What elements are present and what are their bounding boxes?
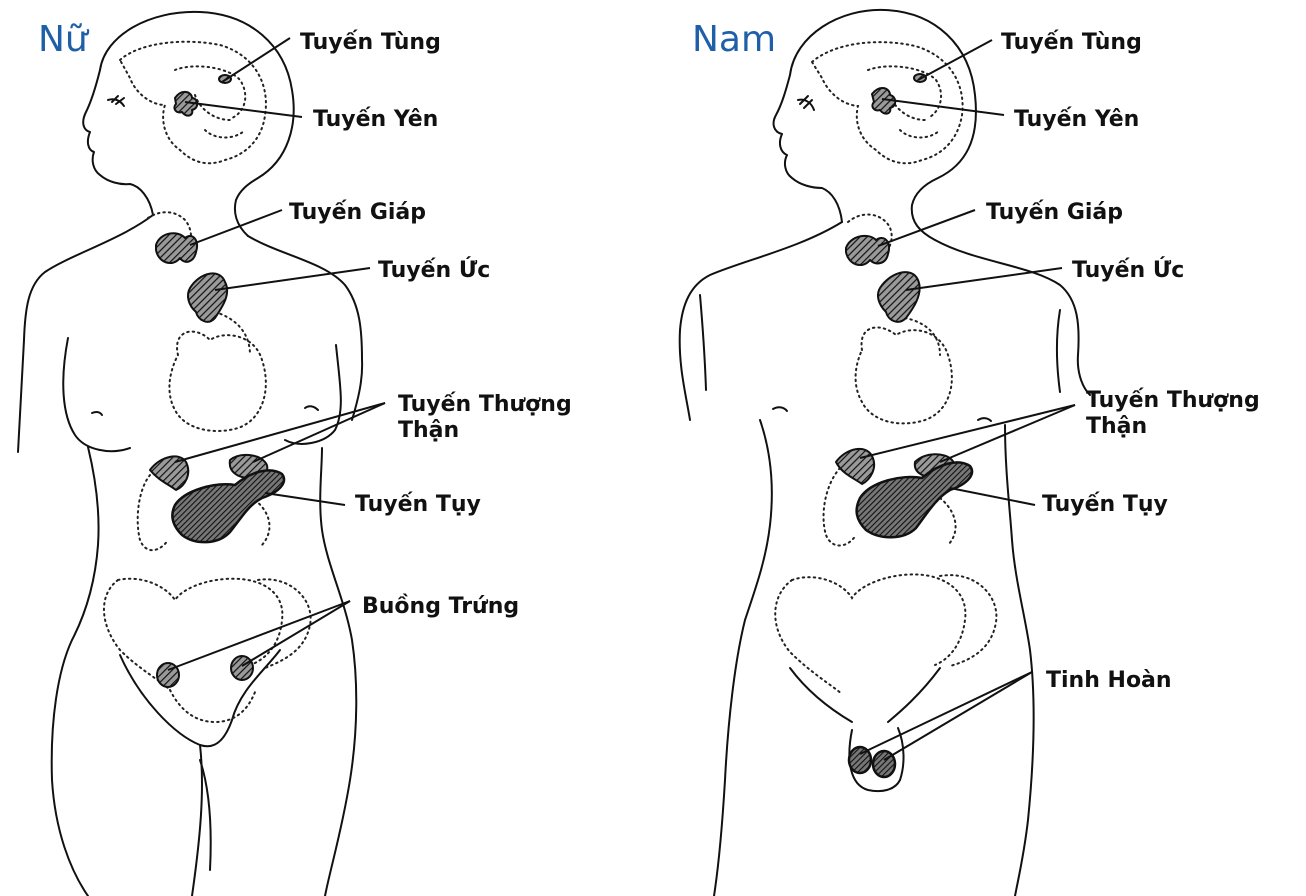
male-glands bbox=[836, 74, 972, 777]
female-label-adrenal-line2: Thận bbox=[398, 418, 572, 444]
male-label-testes: Tinh Hoàn bbox=[1046, 668, 1172, 694]
female-thyroid-gland bbox=[156, 233, 197, 263]
female-label-thymus: Tuyến Ức bbox=[378, 258, 490, 284]
male-label-pituitary: Tuyến Yên bbox=[1014, 107, 1139, 133]
male-label-thyroid: Tuyến Giáp bbox=[986, 200, 1123, 226]
female-ovary-right bbox=[231, 656, 253, 680]
male-title: Nam bbox=[692, 22, 776, 58]
male-label-adrenal: Tuyến Thượng Thận bbox=[1086, 388, 1260, 440]
female-label-thyroid: Tuyến Giáp bbox=[289, 200, 426, 226]
female-body-outline bbox=[18, 12, 362, 896]
female-label-pancreas: Tuyến Tụy bbox=[355, 492, 481, 518]
female-label-ovaries: Buồng Trứng bbox=[362, 594, 519, 620]
male-thyroid-gland bbox=[846, 236, 889, 265]
female-title: Nữ bbox=[38, 22, 88, 58]
female-label-pineal: Tuyến Tùng bbox=[300, 30, 441, 56]
female-adrenal-left bbox=[150, 456, 188, 490]
female-label-adrenal-line1: Tuyến Thượng bbox=[398, 392, 572, 418]
male-label-pancreas: Tuyến Tụy bbox=[1042, 492, 1168, 518]
female-figure bbox=[18, 12, 385, 896]
female-label-pituitary: Tuyến Yên bbox=[313, 107, 438, 133]
female-pancreas bbox=[172, 470, 284, 542]
male-figure bbox=[680, 10, 1090, 896]
male-thymus-gland bbox=[878, 272, 920, 322]
male-label-adrenal-line2: Thận bbox=[1086, 414, 1260, 440]
male-adrenal-left bbox=[836, 449, 874, 484]
male-label-thymus: Tuyến Ức bbox=[1072, 258, 1184, 284]
male-label-pineal: Tuyến Tùng bbox=[1001, 30, 1142, 56]
male-label-adrenal-line1: Tuyến Thượng bbox=[1086, 388, 1260, 414]
female-label-adrenal: Tuyến Thượng Thận bbox=[398, 392, 572, 444]
